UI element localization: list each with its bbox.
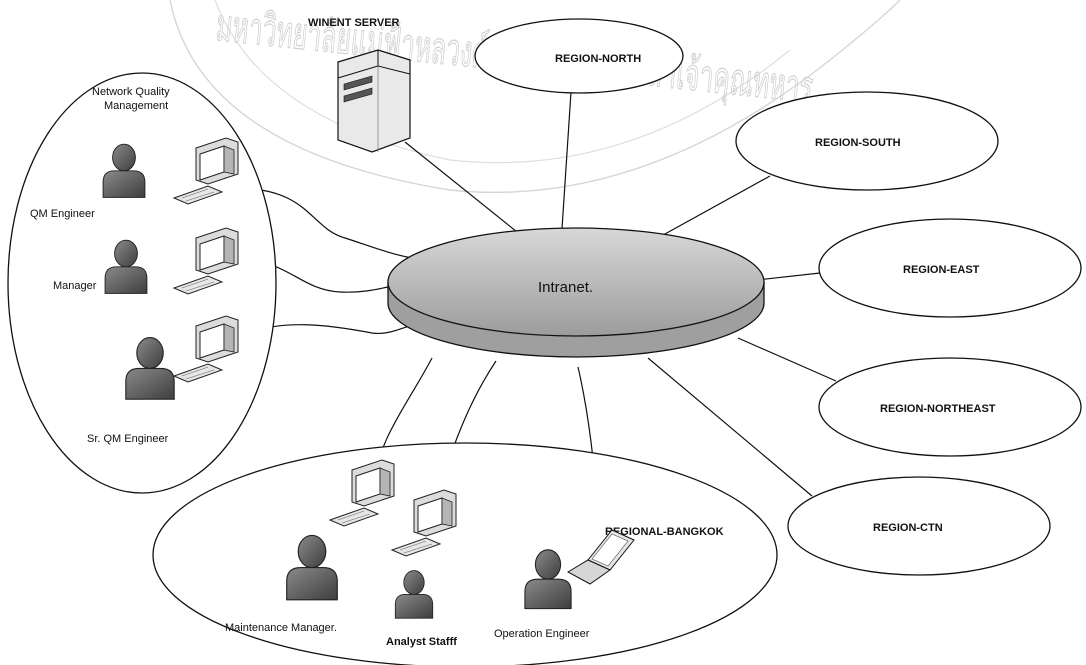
region-ctn-label: REGION-CTN [873,522,943,534]
group-title-line2: Management [104,100,168,112]
region-northeast: REGION-NORTHEAST [818,357,1082,457]
link-east-hub [756,272,821,281]
group-regional-bangkok: REGIONAL-BANGKOK Maintenance Manager. An… [152,442,778,665]
sr-qm-engineer-label: Sr. QM Engineer [87,433,169,445]
laptop-icon [566,529,635,585]
connection-lines [239,91,837,529]
region-south: REGION-SOUTH [735,91,999,191]
region-east: REGION-EAST [818,218,1082,318]
group-title-line1: Network Quality [92,86,170,98]
region-ctn: REGION-CTN [787,476,1051,576]
region-north-label: REGION-NORTH [555,53,641,65]
server-label: WINENT SERVER [308,17,400,29]
link-ctn-hub [647,357,813,497]
server-tower: WINENT SERVER [308,17,411,153]
link-north-hub [560,91,572,245]
bangkok-title: REGIONAL-BANGKOK [605,526,724,538]
link-server-hub [404,141,533,245]
region-north: REGION-NORTH [474,18,684,94]
intranet-label: Intranet. [538,279,593,296]
region-south-label: REGION-SOUTH [815,137,901,149]
group-network-quality-management: Network Quality Management QM Engineer M… [7,72,277,494]
maintenance-manager-label: Maintenance Manager. [225,622,337,634]
region-northeast-label: REGION-NORTHEAST [880,403,996,415]
region-east-label: REGION-EAST [903,264,980,276]
qm-engineer-label: QM Engineer [30,208,95,220]
analyst-staff-label: Analyst Stafff [386,636,457,648]
intranet-hub: Intranet. [387,227,765,358]
link-qm-engineer-hub [239,187,413,259]
operation-engineer-label: Operation Engineer [494,628,590,640]
link-northeast-hub [737,337,837,382]
manager-label: Manager [53,280,97,292]
